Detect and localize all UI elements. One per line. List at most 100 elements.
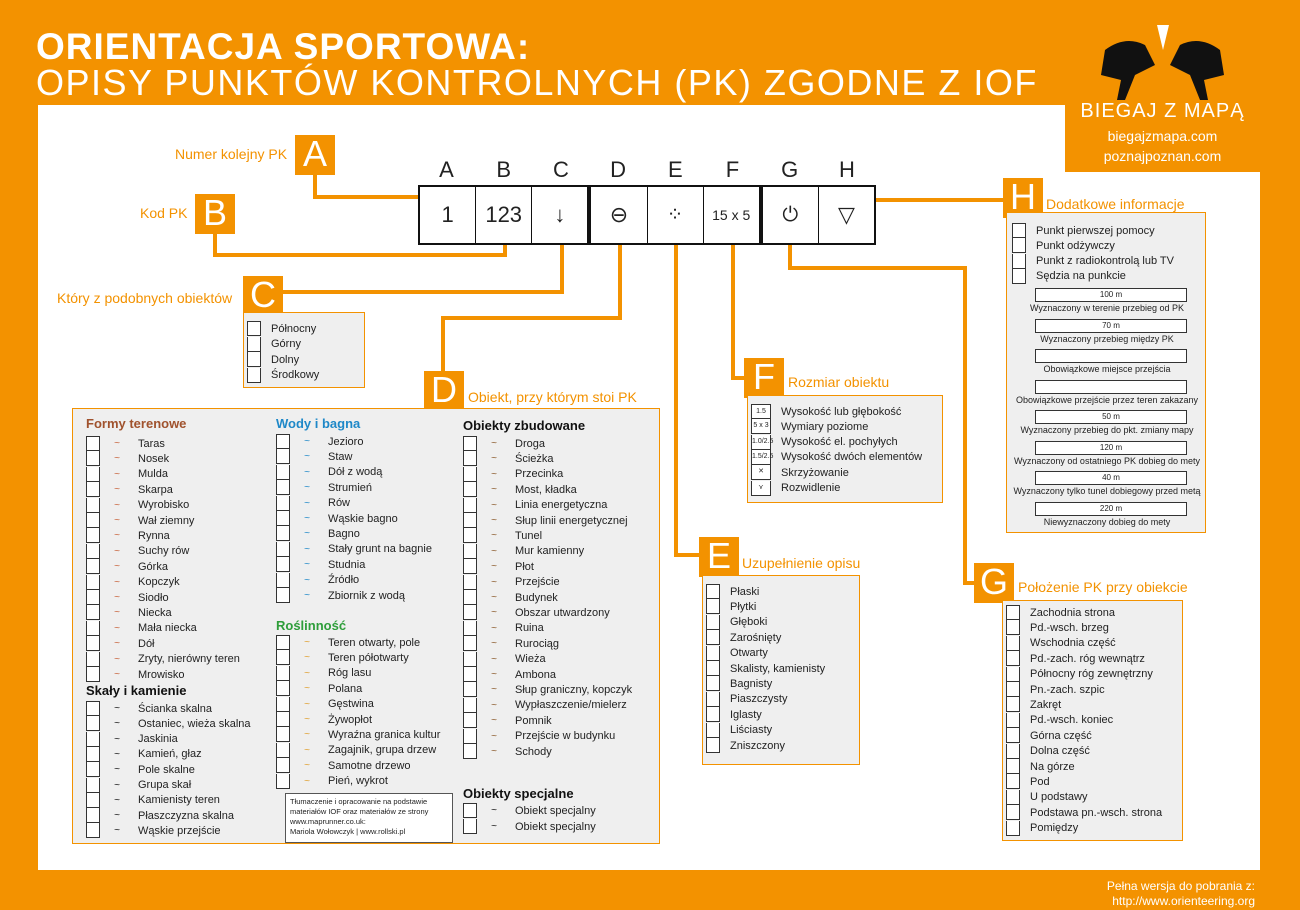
list-item: Otwarty: [706, 645, 768, 661]
item-label: Otwarty: [730, 647, 768, 660]
list-item: Zniszczony: [706, 738, 785, 753]
list-item: ~Siodło: [86, 590, 169, 605]
symbol-icon: [86, 466, 100, 482]
map-symbol-icon: ~: [114, 576, 120, 588]
map-symbol-icon: ~: [491, 468, 497, 480]
list-item: ~Przejście: [463, 574, 560, 590]
item-label: Pn.-zach. szpic: [1030, 683, 1105, 696]
list-item: ~Słup graniczny, kopczyk: [463, 682, 632, 698]
symbol-icon: [1006, 712, 1020, 728]
credits-line[interactable]: www.maprunner.co.uk:: [290, 817, 366, 826]
item-label: Gęstwina: [328, 698, 374, 711]
symbol-icon: [706, 645, 720, 661]
symbol-icon: ✕: [751, 465, 771, 481]
column-header: D: [610, 157, 627, 182]
item-label: Mur kamienny: [515, 545, 585, 558]
credits-line[interactable]: Mariola Wołowczyk | www.rollski.pl: [290, 827, 406, 836]
item-label: Północny: [271, 322, 317, 335]
symbol-icon: [1006, 728, 1020, 744]
symbol-icon: [706, 738, 720, 753]
symbol-icon: [276, 696, 290, 712]
list-item: Liściasty: [706, 722, 772, 738]
list-item: ~Pomnik: [463, 713, 552, 729]
item-label: Dół z wodą: [328, 466, 383, 479]
list-item: ~Żywopłot: [276, 712, 372, 727]
symbol-icon: [706, 707, 720, 723]
item-label: Pod: [1030, 775, 1050, 788]
symbol-icon: [276, 464, 290, 480]
logo-url-1[interactable]: biegajzmapa.com: [1107, 128, 1218, 144]
list-item: ~Zagajnik, grupa drzew: [276, 742, 436, 758]
label-box-g: G: [974, 563, 1014, 603]
item-label: Zryty, nierówny teren: [138, 653, 240, 666]
symbol-icon: [276, 681, 290, 697]
item-label: Obiekt specjalny: [515, 804, 596, 817]
symbol-icon: [247, 321, 261, 336]
label-c-text: Który z podobnych obiektów: [57, 290, 233, 306]
item-label: Rów: [328, 497, 351, 510]
item-label: Droga: [515, 437, 545, 450]
item-label: Strumień: [328, 481, 373, 494]
list-item: ~Staw: [276, 449, 353, 465]
list-item: Pomiędzy: [1006, 820, 1078, 836]
item-label: Mrowisko: [138, 668, 185, 681]
symbol-icon: [1006, 805, 1020, 821]
list-item: Pod: [1006, 774, 1050, 790]
list-item: ~Słup linii energetycznej: [463, 513, 628, 528]
item-label: Suchy rów: [138, 545, 190, 558]
list-item: ~Róg lasu: [276, 665, 371, 681]
map-symbol-icon: ~: [114, 810, 120, 822]
label-h-text: Dodatkowe informacje: [1046, 196, 1185, 212]
map-symbol-icon: ~: [114, 530, 120, 542]
map-symbol-icon: ~: [114, 561, 120, 573]
map-symbol-icon: ~: [491, 821, 497, 832]
item-label: Ścieżka: [515, 452, 554, 465]
label-d-text: Obiekt, przy którym stoi PK: [468, 389, 637, 405]
list-item: ~Kopczyk: [86, 574, 180, 590]
footer-link[interactable]: http://www.orienteering.org: [1112, 894, 1255, 908]
symbol-icon: [463, 697, 477, 713]
label-g-text: Położenie PK przy obiekcie: [1018, 579, 1188, 595]
map-symbol-icon: ~: [114, 607, 120, 619]
route-distance: 50 m: [1102, 412, 1120, 421]
route-caption: Wyznaczony w terenie przebieg od PK: [1030, 303, 1184, 313]
item-label: Pd.-wsch. brzeg: [1030, 621, 1109, 634]
item-label: Teren otwarty, pole: [328, 636, 421, 649]
route-symbol: 40 m: [1035, 471, 1187, 485]
symbol-icon: [86, 590, 100, 605]
symbol-icon: [463, 713, 477, 729]
map-symbol-icon: ~: [491, 438, 497, 449]
map-symbol-icon: ~: [304, 513, 310, 524]
list-item: ~ Droga: [463, 436, 545, 451]
list-item: ~Taras: [86, 436, 165, 451]
symbol-icon: [276, 572, 290, 588]
logo-url-2[interactable]: poznajpoznan.com: [1103, 148, 1222, 164]
credits-line: Tłumaczenie i opracowanie na podstawie: [290, 797, 428, 806]
list-item: ~Budynek: [463, 590, 558, 605]
symbol-icon: [706, 614, 720, 630]
item-label: Grupa skał: [138, 779, 192, 791]
item-label: Staw: [328, 450, 353, 463]
symbol-icon: [463, 482, 477, 498]
item-label: Tunel: [515, 529, 543, 542]
list-item: ~Ścianka skalna: [86, 701, 212, 716]
symbol-icon: [706, 722, 720, 738]
list-item: ~Zbiornik z wodą: [276, 588, 405, 603]
symbol-icon: [276, 557, 290, 573]
list-item: Wschodnia część: [1006, 635, 1116, 651]
item-label: Piaszczysty: [730, 693, 788, 706]
symbol-icon: [86, 605, 100, 621]
list-item: ~Płot: [463, 559, 534, 575]
list-item: ~Gęstwina: [276, 696, 374, 712]
symbol-icon: [86, 667, 100, 682]
list-item: ~Górka: [86, 559, 168, 575]
item-label: Skarpa: [138, 483, 173, 496]
list-item: Na górze: [1006, 759, 1075, 774]
list-item: Piaszczysty: [706, 691, 788, 707]
item-label: Samotne drzewo: [328, 759, 411, 772]
symbol-icon: [276, 635, 290, 650]
map-symbol-icon: ~: [304, 637, 310, 648]
list-item: Podstawa pn.-wsch. strona: [1006, 805, 1162, 821]
symbol-icon: [86, 497, 100, 513]
